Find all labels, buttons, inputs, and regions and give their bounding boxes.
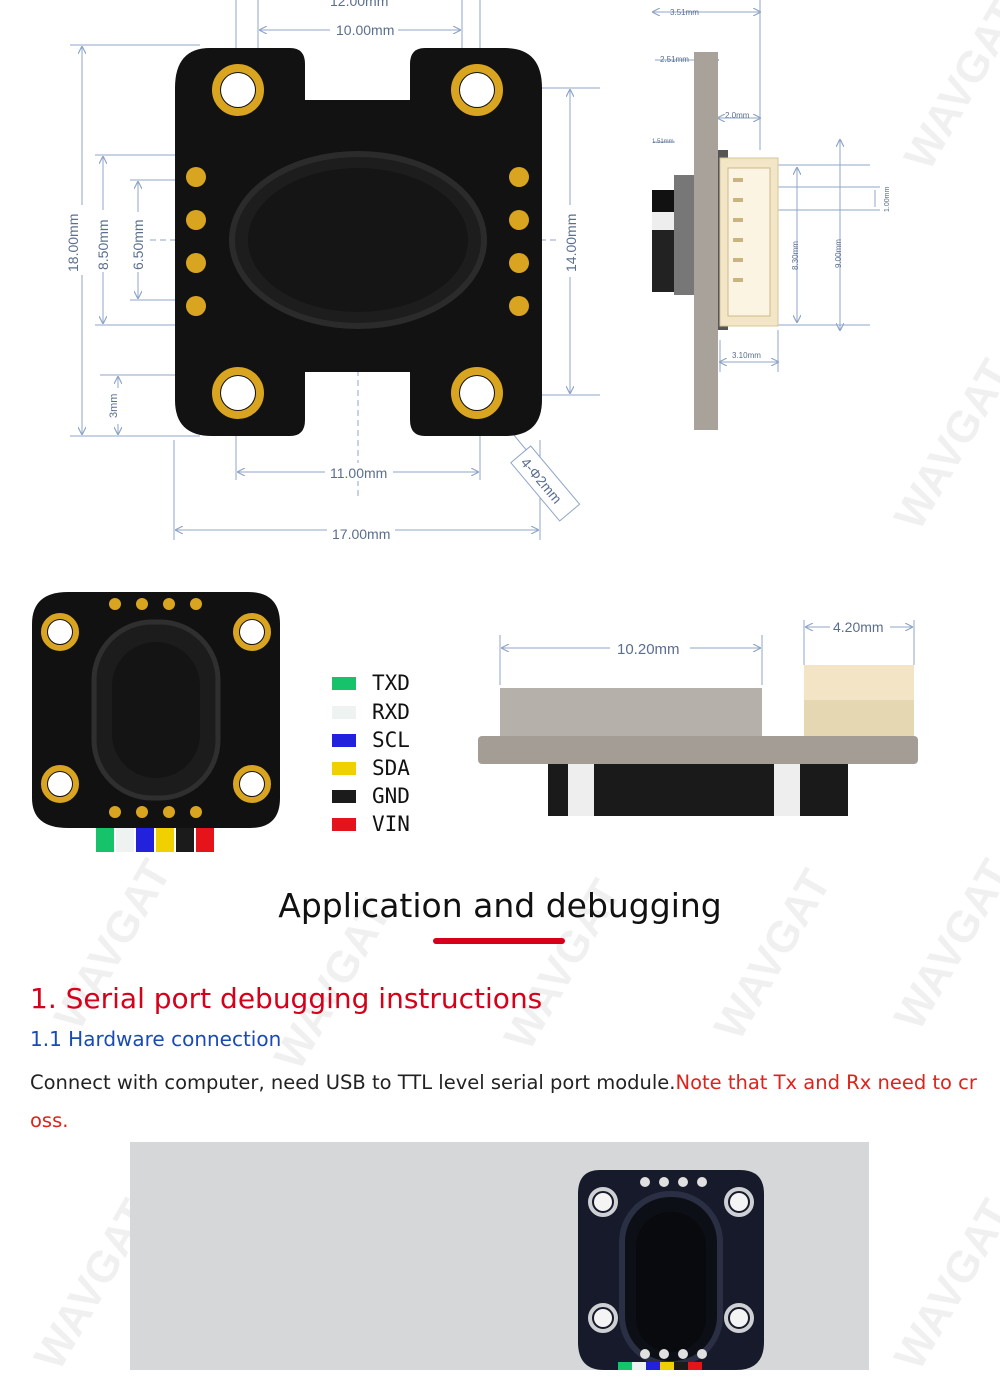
hardware-photo	[130, 1142, 869, 1370]
dim-side-connector-height: 8.30mm	[791, 241, 800, 270]
dim-hole-spacing-bottom: 11.00mm	[330, 465, 387, 481]
legend-swatch-sda	[332, 761, 356, 775]
legend-label-rxd: RXD	[372, 700, 410, 724]
paragraph-main: Connect with computer, need USB to TTL l…	[30, 1071, 676, 1094]
instruction-paragraph: Connect with computer, need USB to TTL l…	[30, 1064, 980, 1140]
legend-swatch-rxd	[332, 705, 356, 719]
legend-label-gnd: GND	[372, 784, 410, 808]
dim-side-depth-2: 2.51mm	[660, 55, 689, 64]
dim-side-pin-pitch: 1.00mm	[884, 187, 891, 212]
subsection-title: 1.1 Hardware connection	[30, 1027, 282, 1051]
hole-callout: 4-Φ2mm	[510, 445, 581, 522]
heading-underline	[433, 938, 565, 944]
dim-side-housing-height: 9.00mm	[834, 239, 843, 268]
top-dimension-drawing: 10.00mm 12.00mm 18.00mm 8.50mm 6.50mm 3m…	[65, 0, 891, 542]
dim-sensor-outer: 8.50mm	[95, 219, 111, 270]
legend-swatch-gnd	[332, 789, 356, 803]
dim-side-small: 1.51mm	[652, 139, 674, 145]
dim-total-width: 17.00mm	[332, 526, 390, 542]
legend-row: RXD	[332, 700, 410, 724]
dim-hole-offset: 3mm	[108, 394, 120, 418]
pinout-board	[32, 592, 280, 852]
front-view: 10.20mm 4.20mm	[478, 618, 918, 816]
dim-top-width: 12.00mm	[330, 0, 388, 9]
legend-row: TXD	[332, 671, 410, 695]
legend-label-scl: SCL	[372, 728, 410, 752]
dim-body-height: 14.00mm	[563, 214, 579, 272]
dim-sensor-inner: 6.50mm	[130, 219, 146, 270]
legend-label-vin: VIN	[372, 812, 410, 836]
dim-hole-spacing-top: 10.00mm	[336, 22, 394, 38]
legend-row: VIN	[332, 812, 410, 836]
dim-side-connector-depth: 3.10mm	[732, 351, 761, 360]
paragraph-note: Note that Tx and Rx need to cross.	[30, 1071, 977, 1132]
legend-row: SDA	[332, 756, 410, 780]
pcb-top-view	[175, 48, 542, 436]
legend-row: GND	[332, 784, 410, 808]
module-photo	[578, 1170, 764, 1370]
watermark: WAVGAT	[884, 1191, 1000, 1378]
legend-swatch-scl	[332, 733, 356, 747]
legend-swatch-vin	[332, 817, 356, 831]
legend-row: SCL	[332, 728, 410, 752]
legend-label-txd: TXD	[372, 671, 410, 695]
legend-swatch-txd	[332, 676, 356, 690]
dim-total-height: 18.00mm	[65, 214, 81, 272]
dim-front-body-width: 10.20mm	[617, 641, 680, 658]
watermark: WAVGAT	[884, 851, 1000, 1038]
legend-label-sda: SDA	[372, 756, 410, 780]
dim-side-total-depth: 3.51mm	[670, 8, 699, 17]
section-title: 1. Serial port debugging instructions	[30, 982, 543, 1015]
side-view: 3.51mm 2.51mm 2.0mm 1.51mm 1.00mm 8.30mm…	[652, 0, 891, 430]
dim-side-connector-width: 2.0mm	[725, 111, 750, 120]
page-heading: Application and debugging	[278, 886, 722, 925]
dim-front-connector-height: 4.20mm	[833, 619, 884, 635]
